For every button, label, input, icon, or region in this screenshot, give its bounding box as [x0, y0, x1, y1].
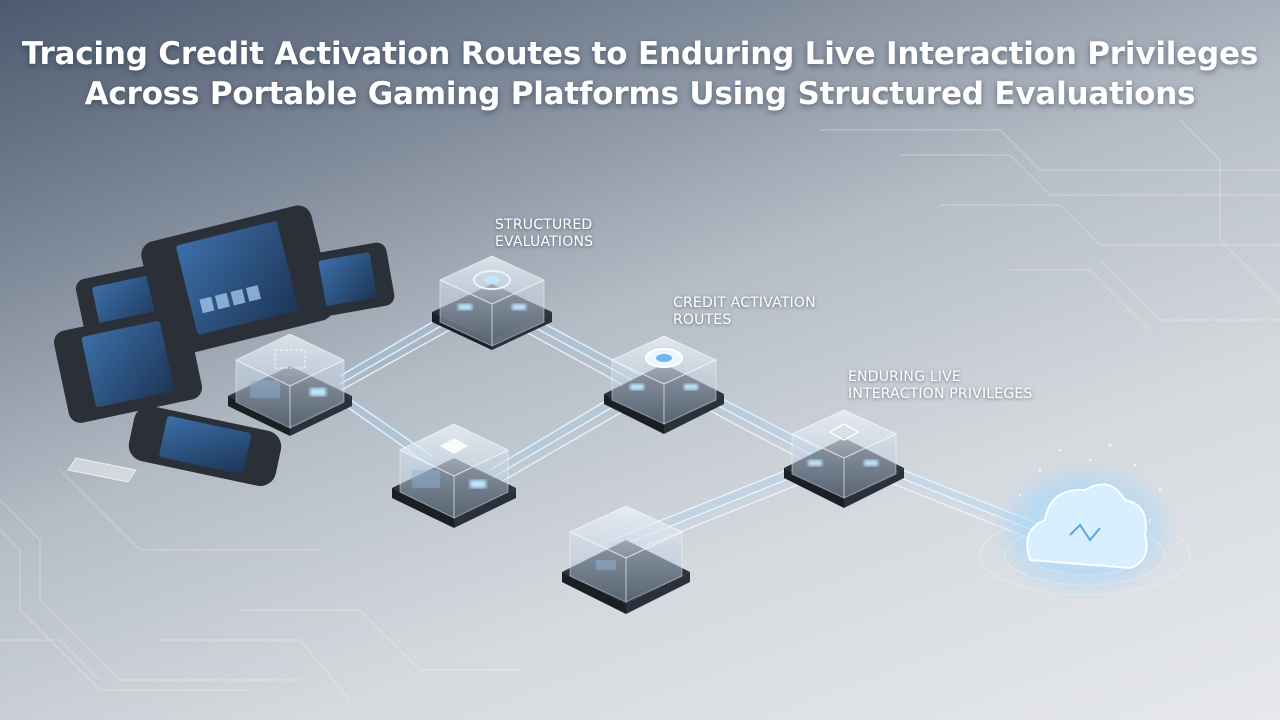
handheld-devices	[53, 205, 395, 487]
label-enduring-line2: INTERACTION PRIVILEGES	[848, 386, 1033, 402]
cube-bottom	[562, 505, 690, 614]
circuit-traces	[0, 119, 1280, 701]
page-title-line1: Tracing Credit Activation Routes to Endu…	[21, 36, 1259, 72]
device-bottom	[128, 405, 282, 487]
label-structured-evaluations-line1: STRUCTURED	[495, 217, 593, 233]
label-credit-activation-routes-line2: ROUTES	[673, 312, 732, 328]
cube-top	[432, 255, 552, 350]
cube-center	[392, 423, 516, 528]
page-title: Tracing Credit Activation Routes to Endu…	[0, 34, 1280, 114]
cube-enduring	[784, 409, 904, 508]
cube-credit	[604, 335, 724, 434]
label-enduring-line1: ENDURING LIVE	[848, 369, 961, 385]
device-large	[141, 205, 334, 357]
label-structured-evaluations-line2: EVALUATIONS	[495, 234, 594, 250]
label-structured-evaluations: STRUCTURED EVALUATIONS	[495, 217, 593, 251]
label-credit-activation-routes: CREDIT ACTIVATION ROUTES	[673, 295, 816, 329]
label-credit-activation-routes-line1: CREDIT ACTIVATION	[673, 295, 816, 311]
device-mid-left	[53, 307, 203, 423]
page-title-line2: Across Portable Gaming Platforms Using S…	[84, 76, 1196, 112]
label-enduring-live-interaction-privileges: ENDURING LIVE INTERACTION PRIVILEGES	[848, 369, 1033, 403]
cloud-icon	[979, 443, 1191, 600]
device-right	[301, 242, 395, 318]
cube-left	[228, 333, 352, 436]
